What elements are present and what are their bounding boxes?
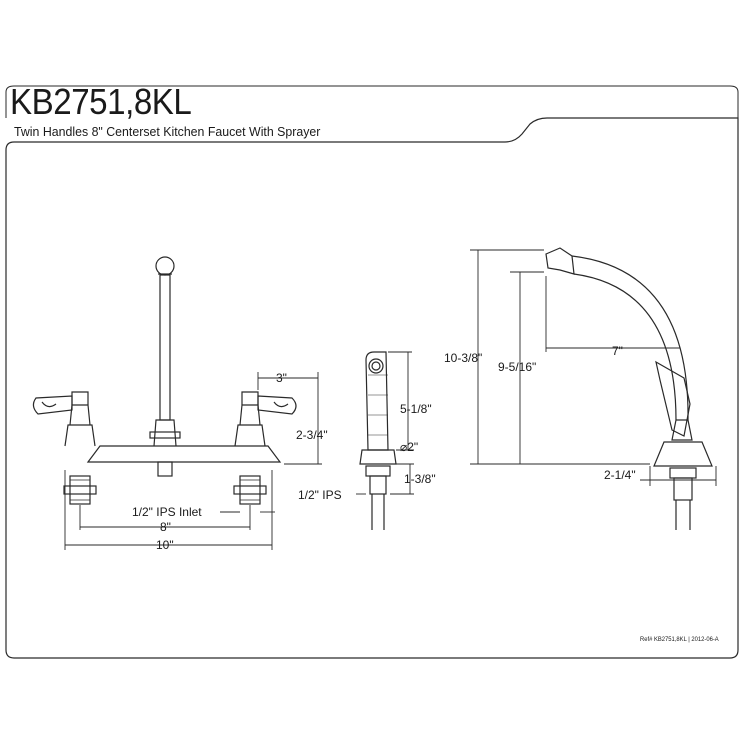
sprayer-side-view: [359, 351, 397, 530]
header-rule: [5, 85, 739, 118]
faucet-side-view: [545, 247, 713, 530]
dim-sprayer-base: 1-3/8": [404, 472, 436, 486]
dim-handle-height: 2-3/4": [296, 428, 328, 442]
dim-sprayer-ips: 1/2" IPS: [298, 488, 342, 502]
dim-spout-reach: 7": [612, 344, 623, 358]
reference-note: Ref# KB2751,8KL | 2012-06-A: [640, 636, 719, 643]
model-number: KB2751,8KL: [10, 81, 192, 122]
dim-inlet: 1/2" IPS Inlet: [132, 505, 202, 519]
dim-center: 8": [160, 520, 171, 534]
dim-sprayer-length: 5-1/8": [400, 402, 432, 416]
sprayer-dimensions: [356, 351, 414, 495]
faucet-front-view: [32, 256, 297, 505]
dim-overall-height: 10-3/8": [444, 351, 483, 365]
dim-spout-height: 9-5/16": [498, 360, 537, 374]
dim-handle-spacing: 3": [276, 371, 287, 385]
front-dimensions: [64, 372, 322, 550]
dim-sprayer-diameter: ⌀2": [400, 440, 419, 454]
dim-base-depth: 2-1/4": [604, 468, 636, 482]
frame-outline: [5, 117, 739, 659]
side-dimensions: [470, 249, 717, 486]
product-subtitle: Twin Handles 8" Centerset Kitchen Faucet…: [14, 124, 321, 139]
dim-overall-width: 10": [156, 538, 174, 552]
